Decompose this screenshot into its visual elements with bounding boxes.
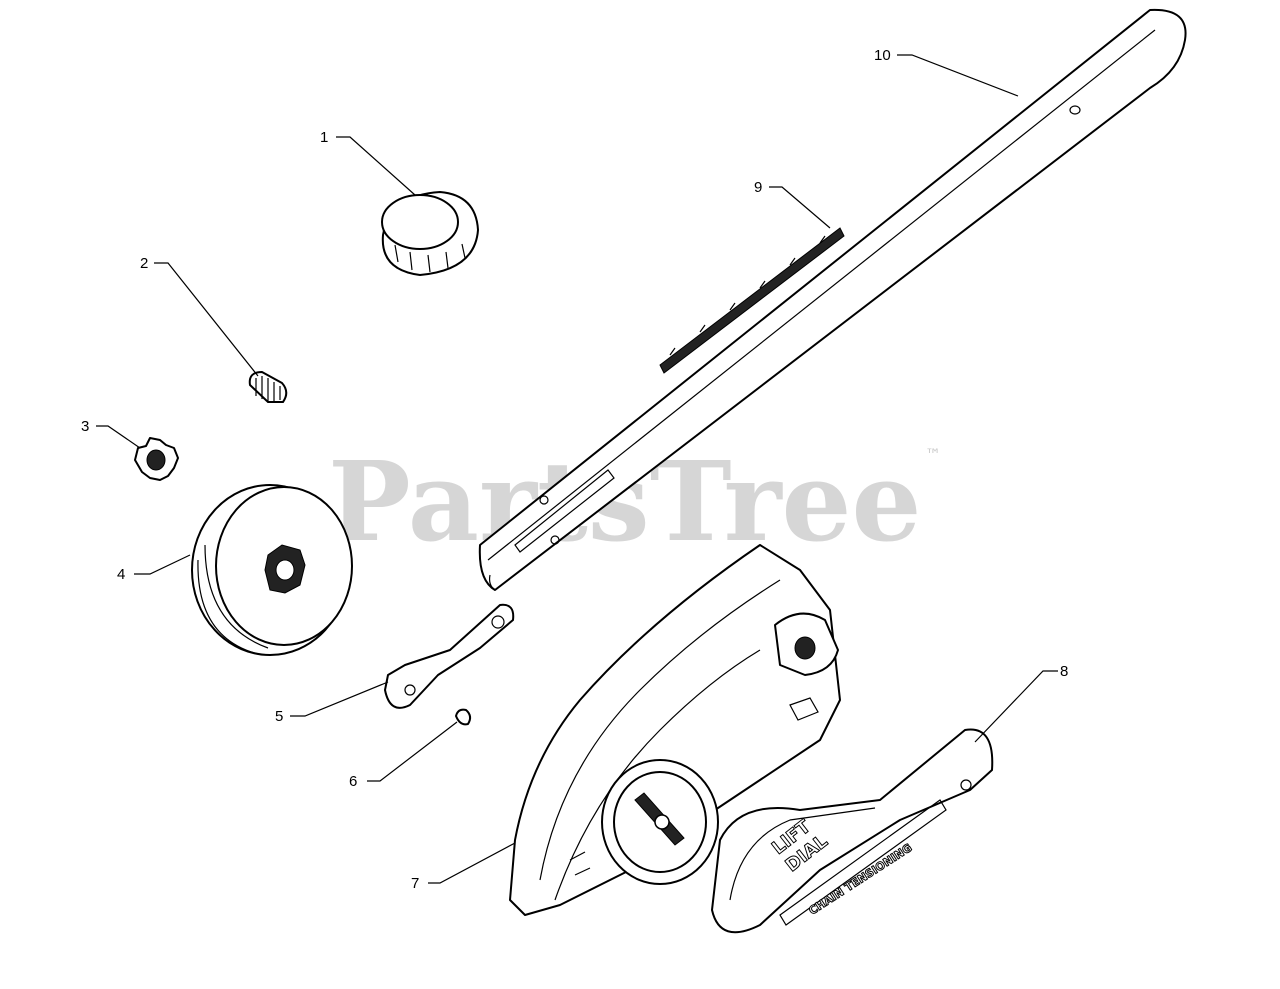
spring-part bbox=[248, 371, 288, 403]
sprocket-cover-part bbox=[509, 544, 841, 916]
guide-bar-part bbox=[478, 8, 1187, 591]
callout-7: 7 bbox=[411, 875, 419, 892]
callout-6: 6 bbox=[349, 773, 357, 790]
callout-1: 1 bbox=[320, 129, 328, 146]
drive-sprocket-part bbox=[134, 437, 179, 481]
callout-8: 8 bbox=[1060, 663, 1068, 680]
callout-5: 5 bbox=[275, 708, 283, 725]
watermark-tm: ™ bbox=[925, 445, 941, 464]
bar-nut-knob-part bbox=[381, 191, 479, 276]
callout-3: 3 bbox=[81, 418, 89, 435]
leader-lines bbox=[96, 54, 1058, 884]
callout-9: 9 bbox=[754, 179, 762, 196]
clutch-drum-part bbox=[191, 484, 353, 656]
callout-4: 4 bbox=[117, 566, 125, 583]
callout-numbers: 1 2 3 4 5 6 7 8 9 10 bbox=[81, 47, 1068, 892]
saw-chain-part bbox=[659, 227, 845, 374]
bar-plate-part bbox=[384, 603, 515, 709]
callout-10: 10 bbox=[874, 47, 891, 64]
e-ring-part bbox=[455, 708, 472, 726]
callout-2: 2 bbox=[140, 255, 148, 272]
